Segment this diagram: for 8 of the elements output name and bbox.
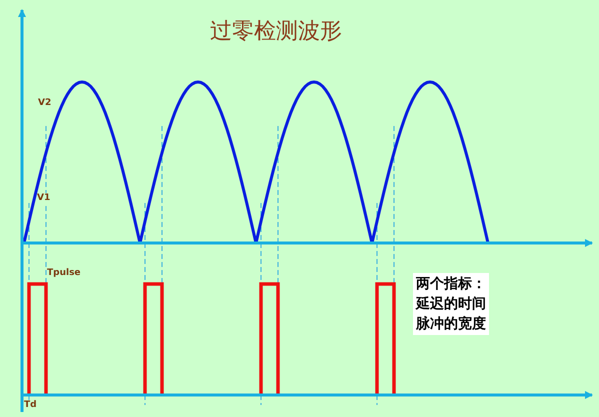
signal-label: V2 (38, 98, 52, 108)
signal-label: Td (24, 400, 37, 410)
chart-title: 过零检测波形 (210, 18, 342, 46)
note-text: 两个指标： (416, 275, 486, 294)
signal-label: Tpulse (47, 268, 81, 278)
note-text: 延迟的时间 (416, 295, 486, 314)
signal-label: V1 (37, 193, 50, 203)
note-text: 脉冲的宽度 (416, 314, 486, 334)
